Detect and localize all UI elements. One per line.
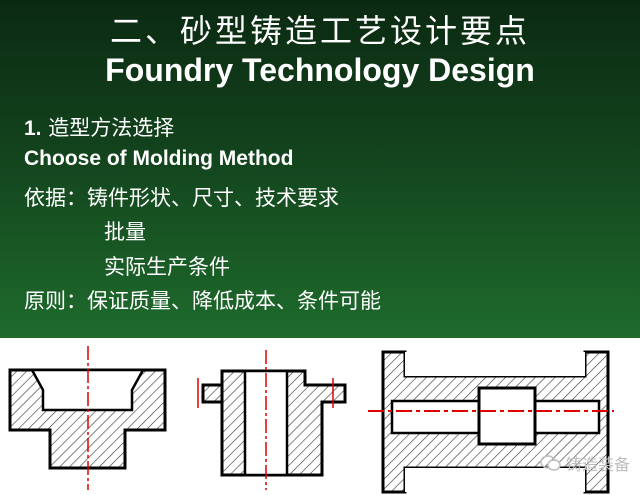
principle-line: 原则：保证质量、降低成本、条件可能 [24, 289, 381, 313]
section-number: 1. [24, 117, 42, 140]
casting-drawing-3 [368, 350, 614, 494]
watermark: 铸造装备 [540, 451, 630, 475]
slide-panel: 二、砂型铸造工艺设计要点 Foundry Technology Design 1… [0, 0, 640, 338]
basis-batch-line: 批量 [104, 220, 146, 244]
casting-drawings [8, 346, 614, 494]
casting-drawing-2 [197, 350, 347, 490]
casting-2-left-flange [201, 383, 224, 404]
casting-3-core [477, 386, 537, 446]
section-heading-chinese: 1. 造型方法选择 [24, 112, 174, 142]
title-english: Foundry Technology Design [105, 52, 535, 88]
basis-conditions-line: 实际生产条件 [104, 255, 230, 279]
casting-drawing-1 [8, 346, 167, 490]
casting-1-cavity [29, 368, 146, 412]
basis-line: 依据：铸件形状、尺寸、技术要求 [24, 186, 339, 210]
watermark-text: 铸造装备 [565, 455, 630, 474]
wechat-icon [540, 455, 561, 471]
section-title: 造型方法选择 [41, 116, 175, 140]
section-heading-english: Choose of Molding Method [24, 147, 294, 170]
title-chinese: 二、砂型铸造工艺设计要点 [109, 12, 530, 50]
casting-3-bottom-gap [405, 468, 585, 492]
casting-3-top-gap [405, 352, 585, 376]
